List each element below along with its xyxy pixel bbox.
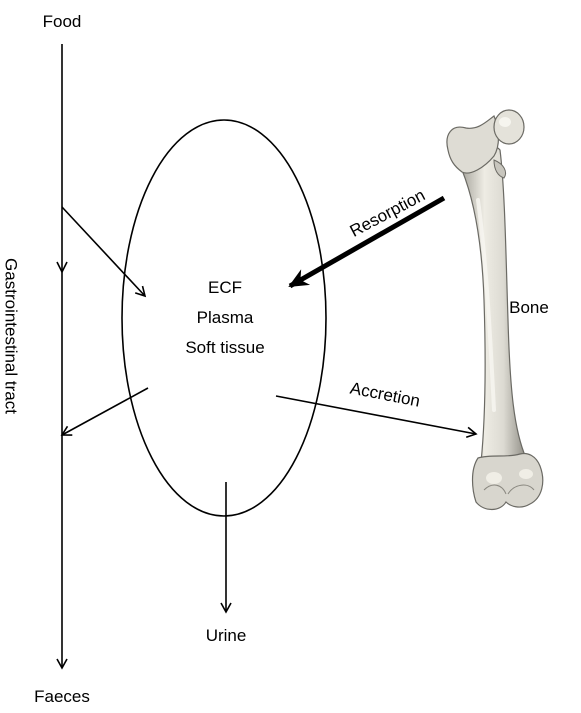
plasma-label: Plasma: [197, 308, 254, 327]
ecf-label: ECF: [208, 278, 242, 297]
food-label: Food: [43, 12, 82, 31]
faeces-label: Faeces: [34, 687, 90, 706]
bone-label: Bone: [509, 298, 549, 317]
soft-tissue-label: Soft tissue: [185, 338, 264, 357]
absorption-arrow: [62, 207, 145, 296]
secretion-arrow: [62, 388, 148, 435]
gi-tract-label: Gastrointestinal tract: [2, 258, 21, 414]
accretion-label: Accretion: [348, 379, 421, 411]
resorption-arrow: [290, 198, 444, 286]
urine-label: Urine: [206, 626, 247, 645]
